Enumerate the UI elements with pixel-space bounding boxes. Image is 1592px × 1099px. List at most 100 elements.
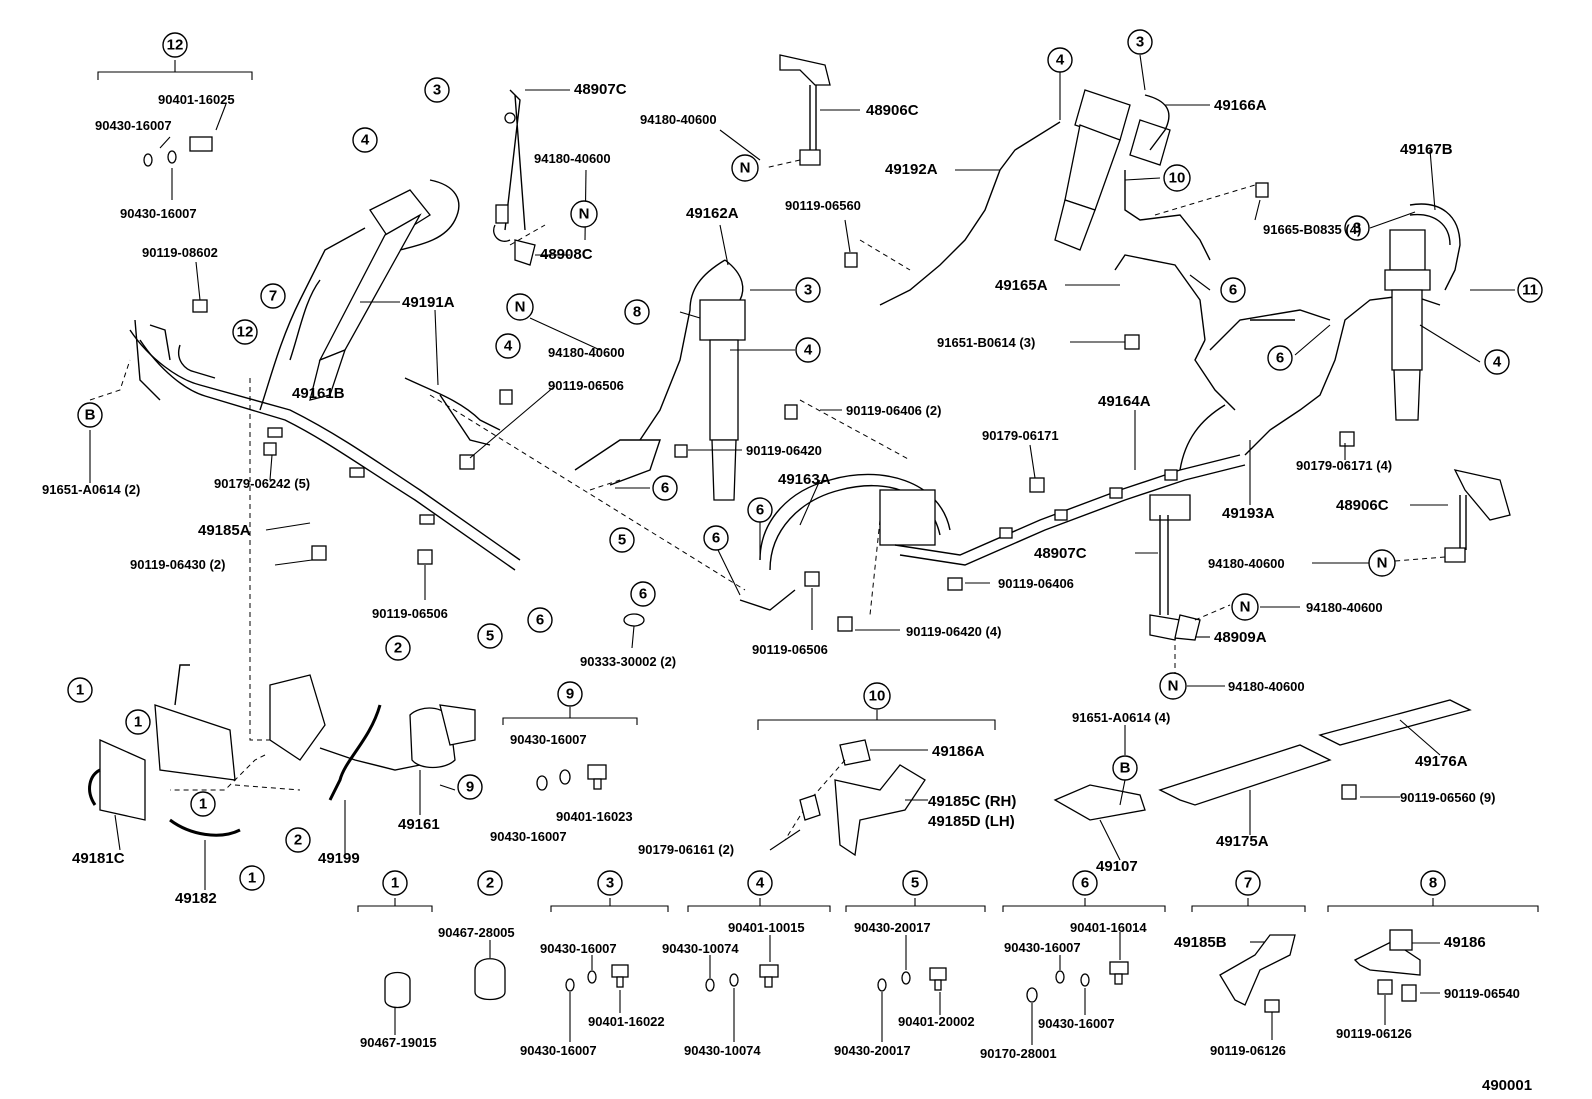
part-label: 90119-06506 xyxy=(752,642,828,657)
part-label: 90467-19015 xyxy=(360,1035,437,1050)
callout-1-a: 1 xyxy=(67,677,93,703)
svg-text:6: 6 xyxy=(756,502,764,519)
part-labels: 90401-16025 90430-16007 90430-16007 9011… xyxy=(42,81,1532,1094)
part-label: 48909A xyxy=(1214,629,1267,646)
kit-label-6: 6 xyxy=(1072,870,1098,896)
part-label: 49164A xyxy=(1098,393,1151,410)
svg-text:12: 12 xyxy=(167,37,184,54)
svg-text:1: 1 xyxy=(76,682,84,699)
part-label: 48906C xyxy=(866,102,919,119)
part-label: 94180-40600 xyxy=(548,345,625,360)
svg-text:8: 8 xyxy=(1429,875,1437,892)
part-label: 90401-16025 xyxy=(158,92,235,107)
part-label: 90119-06506 xyxy=(548,378,624,393)
callout-6-g: 6 xyxy=(1267,345,1293,371)
part-label: 49162A xyxy=(686,205,739,222)
part-label: 49181C xyxy=(72,850,125,867)
reservoir-assembly xyxy=(88,664,476,837)
part-label: 90119-06406 (2) xyxy=(846,403,941,418)
callout-N-f: N xyxy=(1159,672,1187,700)
svg-text:4: 4 xyxy=(504,338,513,355)
svg-text:B: B xyxy=(85,407,96,424)
svg-text:2: 2 xyxy=(394,640,402,657)
svg-text:4: 4 xyxy=(804,342,813,359)
part-label: 94180-40600 xyxy=(534,151,611,166)
svg-text:2: 2 xyxy=(294,832,302,849)
kit-label-8: 8 xyxy=(1420,870,1446,896)
callout-9-kit: 9 xyxy=(557,681,583,707)
callout-2-a: 2 xyxy=(385,635,411,661)
part-label: 91651-A0614 (4) xyxy=(1072,710,1170,725)
callout-6-c: 6 xyxy=(703,525,729,551)
right-shock-absorber xyxy=(1384,203,1461,421)
part-label: 49182 xyxy=(175,890,217,907)
part-label: 49107 xyxy=(1096,858,1138,875)
part-label: 90179-06161 (2) xyxy=(638,842,734,857)
part-label: 94180-40600 xyxy=(1208,556,1285,571)
svg-text:4: 4 xyxy=(756,875,765,892)
part-label: 94180-40600 xyxy=(1306,600,1383,615)
kit-label-3: 3 xyxy=(597,870,623,896)
svg-text:2: 2 xyxy=(486,875,494,892)
part-label: 49163A xyxy=(778,471,831,488)
part-label: 94180-40600 xyxy=(640,112,717,127)
callout-4-a: 4 xyxy=(352,127,378,153)
part-label: 49166A xyxy=(1214,97,1267,114)
part-label: 49192A xyxy=(885,161,938,178)
part-label: 49185B xyxy=(1174,934,1227,951)
callout-1-b: 1 xyxy=(125,709,151,735)
callout-4-b: 4 xyxy=(495,333,521,359)
svg-text:3: 3 xyxy=(1136,34,1144,51)
part-label: 90119-06560 xyxy=(785,198,861,213)
callout-B-left: B xyxy=(77,402,103,428)
svg-text:12: 12 xyxy=(237,324,254,341)
svg-text:1: 1 xyxy=(134,714,142,731)
callout-9: 9 xyxy=(457,774,483,800)
svg-text:8: 8 xyxy=(633,304,641,321)
svg-text:10: 10 xyxy=(869,688,886,705)
part-label: 90119-06126 xyxy=(1336,1026,1412,1041)
callout-3-c: 3 xyxy=(1127,29,1153,55)
svg-text:9: 9 xyxy=(466,779,474,796)
svg-text:6: 6 xyxy=(1081,875,1089,892)
part-label: 91651-A0614 (2) xyxy=(42,482,140,497)
part-label: 90119-06430 (2) xyxy=(130,557,225,572)
svg-text:6: 6 xyxy=(639,586,647,603)
part-label: 90401-10015 xyxy=(728,920,805,935)
middle-shock-absorber xyxy=(639,259,746,501)
part-label: 48907C xyxy=(574,81,627,98)
part-label: 90401-16022 xyxy=(588,1014,665,1029)
part-label: 90430-16007 xyxy=(520,1043,597,1058)
part-label: 49176A xyxy=(1415,753,1468,770)
svg-text:B: B xyxy=(1120,760,1131,777)
part-label: 90119-06126 xyxy=(1210,1043,1286,1058)
callout-3-d: 3 xyxy=(1344,215,1370,241)
callout-N-e: N xyxy=(1231,593,1259,621)
callout-8: 8 xyxy=(624,299,650,325)
part-label: 90119-08602 xyxy=(142,245,218,260)
callout-6-e: 6 xyxy=(630,581,656,607)
svg-text:7: 7 xyxy=(1244,875,1252,892)
svg-text:4: 4 xyxy=(1493,354,1502,371)
part-label: 90119-06540 xyxy=(1444,986,1520,1001)
svg-text:3: 3 xyxy=(433,82,441,99)
part-label: 49193A xyxy=(1222,505,1275,522)
callout-7: 7 xyxy=(260,283,286,309)
part-label: 49186 xyxy=(1444,934,1486,951)
svg-text:7: 7 xyxy=(269,288,277,305)
part-label: 90179-06171 (4) xyxy=(1296,458,1392,473)
callout-5-b: 5 xyxy=(477,623,503,649)
part-label: 90119-06560 (9) xyxy=(1400,790,1495,805)
part-label: 90179-06171 xyxy=(982,428,1059,443)
callout-12-left: 12 xyxy=(232,319,258,345)
part-label: 90430-16007 xyxy=(490,829,567,844)
part-label: 49165A xyxy=(995,277,1048,294)
svg-text:10: 10 xyxy=(1169,170,1186,187)
part-label: 49191A xyxy=(402,294,455,311)
part-label: 90430-20017 xyxy=(834,1043,911,1058)
part-label: 49185C (RH) xyxy=(928,793,1016,810)
svg-text:N: N xyxy=(579,206,590,223)
callout-6-b: 6 xyxy=(747,497,773,523)
svg-text:6: 6 xyxy=(1229,282,1237,299)
part-label: 91651-B0614 (3) xyxy=(937,335,1035,350)
